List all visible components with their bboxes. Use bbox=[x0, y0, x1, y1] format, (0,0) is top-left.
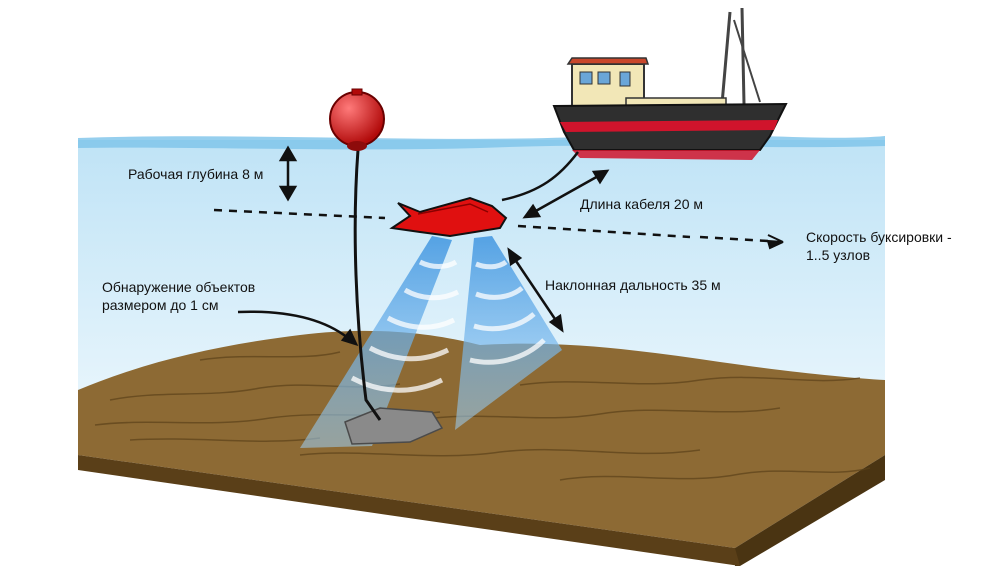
slant-range-arrow bbox=[507, 247, 564, 333]
detection-pointer-arrow bbox=[237, 310, 359, 347]
detection-label: Обнаружение объектов размером до 1 см bbox=[102, 278, 255, 314]
buoy-icon bbox=[329, 88, 385, 421]
towing-speed-label: Скорость буксировки - 1..5 узлов bbox=[806, 228, 952, 264]
towfish-icon bbox=[389, 196, 508, 238]
towing-speed-line1: Скорость буксировки - bbox=[806, 229, 952, 245]
towing-speed-line2: 1..5 узлов bbox=[806, 247, 871, 263]
tow-cable bbox=[501, 151, 579, 202]
working-depth-arrow bbox=[278, 145, 298, 202]
cable-length-label: Длина кабеля 20 м bbox=[580, 196, 704, 212]
sonar-beams bbox=[300, 236, 562, 448]
slant-range-label: Наклонная дальность 35 м bbox=[545, 277, 721, 293]
detection-line1: Обнаружение объектов bbox=[102, 279, 256, 295]
cable-length-arrow bbox=[522, 169, 610, 219]
tow-path-line bbox=[213, 208, 691, 239]
detection-line2: размером до 1 см bbox=[102, 297, 219, 313]
seabed-object-icon bbox=[344, 407, 444, 445]
seabed bbox=[78, 330, 885, 566]
ship-icon bbox=[552, 7, 788, 160]
towing-speed-arrow bbox=[699, 234, 784, 250]
working-depth-label: Рабочая глубина 8 м bbox=[128, 166, 264, 182]
